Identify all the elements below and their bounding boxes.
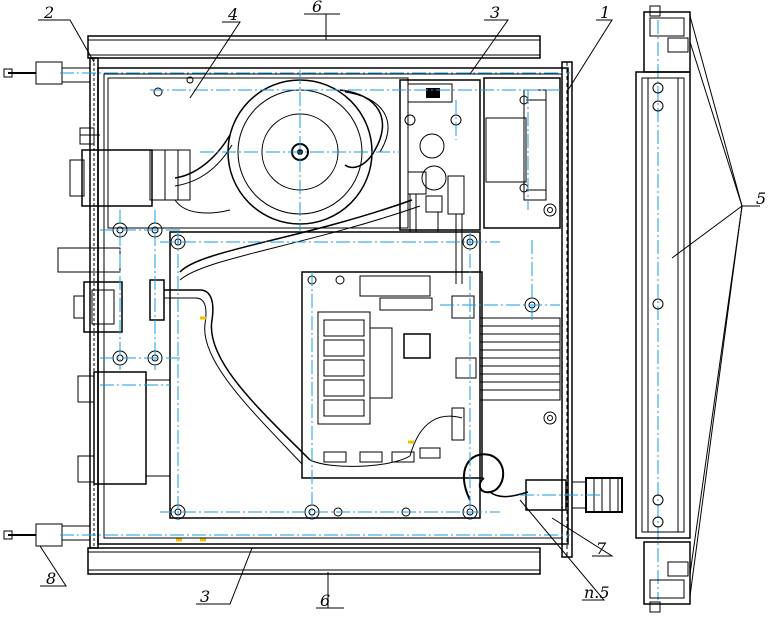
callout-7: 7 — [596, 539, 607, 558]
callout-2: 2 — [43, 3, 54, 22]
main-board — [169, 231, 483, 519]
chassis — [97, 67, 569, 545]
center-lines — [60, 20, 659, 600]
callout-6-bottom: 6 — [320, 591, 330, 610]
callout-4: 4 — [227, 5, 238, 24]
callout-8: 8 — [46, 569, 56, 588]
callout-3-top: 3 — [490, 3, 500, 22]
power-pcb — [399, 79, 481, 284]
wiring — [149, 199, 529, 542]
right-upper-module — [483, 77, 561, 229]
transformer-compartment — [107, 77, 409, 229]
front-panel — [561, 61, 573, 558]
bottom-rail — [87, 547, 541, 575]
callout-labels: 2 4 6 3 1 5 7 8 3 6 п.5 — [43, 0, 766, 610]
callout-detail: п.5 — [584, 583, 610, 602]
ribbon-cable — [479, 317, 561, 401]
leader-lines — [38, 13, 760, 609]
top-rail — [87, 35, 541, 59]
callout-3-bottom: 3 — [200, 587, 210, 606]
left-side-components — [57, 127, 171, 485]
side-view — [635, 5, 691, 613]
callout-6-top: 6 — [312, 0, 322, 16]
callout-5: 5 — [756, 189, 766, 208]
callout-1: 1 — [600, 3, 610, 22]
